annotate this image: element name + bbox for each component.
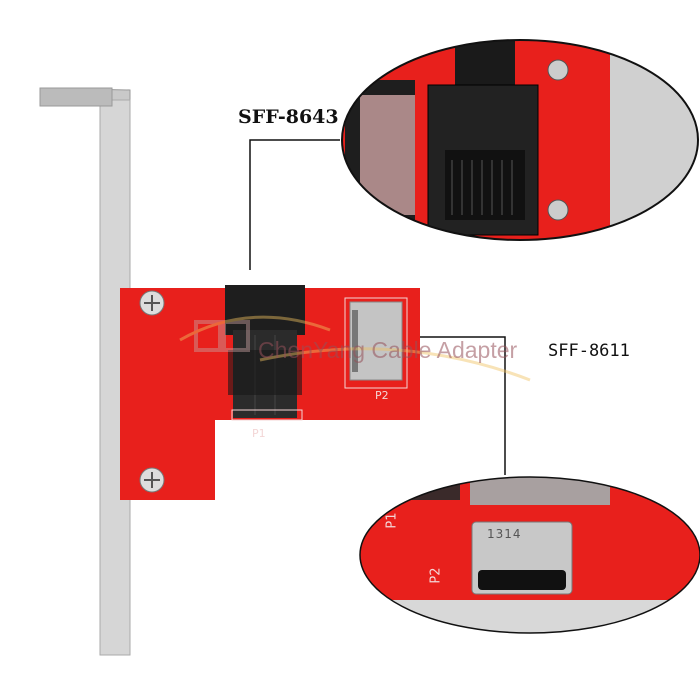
watermark-logo (179, 315, 531, 382)
zoom-p2-silkscreen: P2 (428, 567, 444, 584)
callout-line-8643 (249, 139, 340, 270)
zoom-detail-sff-8643 (341, 39, 699, 241)
connector-code: 1314 (487, 527, 522, 541)
zoom-detail-sff-8611 (359, 476, 700, 634)
p2-silkscreen: P2 (375, 389, 389, 402)
callout-line-8611 (420, 336, 506, 475)
zoom-p1-silkscreen: P1 (384, 512, 400, 529)
sff-8611-port (344, 297, 408, 389)
screw-icon (139, 290, 165, 493)
sff-8611-label: SFF-8611 (548, 341, 630, 361)
watermark-text: ChenYang Cable Adapter (258, 337, 518, 363)
sff-8643-connector (225, 285, 305, 418)
sff-8643-label: SFF-8643 (238, 106, 339, 128)
p1-silkscreen: P1 (252, 427, 266, 440)
pci-bracket (39, 87, 131, 656)
